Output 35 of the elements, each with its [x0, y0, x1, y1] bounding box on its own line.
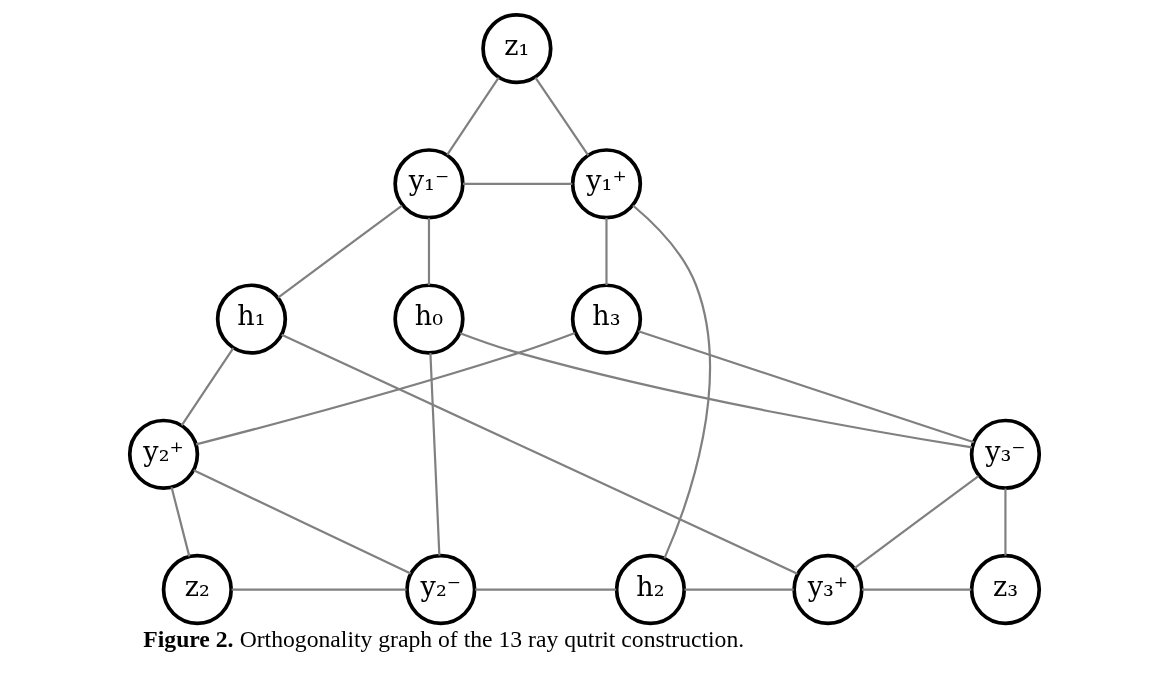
- connector: [428, 352, 440, 556]
- connector: [231, 588, 406, 591]
- connector: [459, 332, 972, 449]
- connector: [195, 331, 575, 446]
- connector: [192, 469, 411, 575]
- node-circle: z₂: [161, 553, 233, 626]
- connector: [853, 475, 979, 569]
- connector: [683, 588, 794, 591]
- connector: [631, 204, 711, 559]
- node-circle: h₀: [392, 283, 465, 355]
- node-circle: z₃: [969, 553, 1041, 626]
- node-circle: y₃⁻: [969, 418, 1041, 490]
- connector: [1003, 488, 1007, 556]
- node-circle: z₁: [480, 12, 553, 85]
- node-circle: y₂⁻: [404, 553, 476, 626]
- connector: [604, 218, 608, 286]
- node-circle: y₃⁺: [791, 553, 864, 626]
- connector: [427, 218, 430, 286]
- node-circle: y₁⁻: [392, 148, 465, 220]
- node-circle: y₁⁺: [570, 148, 642, 220]
- connector: [534, 76, 589, 156]
- connector: [170, 486, 190, 557]
- connector: [474, 588, 616, 591]
- connector: [280, 333, 798, 575]
- connector: [637, 330, 974, 444]
- node-circle: y₂⁺: [127, 418, 199, 490]
- connector: [276, 204, 403, 299]
- connector: [445, 76, 500, 156]
- connector: [861, 588, 971, 591]
- node-circle: h₂: [614, 553, 686, 626]
- connector: [180, 347, 234, 426]
- node-circle: h₃: [570, 283, 642, 355]
- node-circle: h₁: [215, 283, 287, 355]
- connector: [462, 182, 572, 185]
- caption: Figure 2. Orthogonality graph of the 13 ray qutrit construction.: [142, 626, 744, 653]
